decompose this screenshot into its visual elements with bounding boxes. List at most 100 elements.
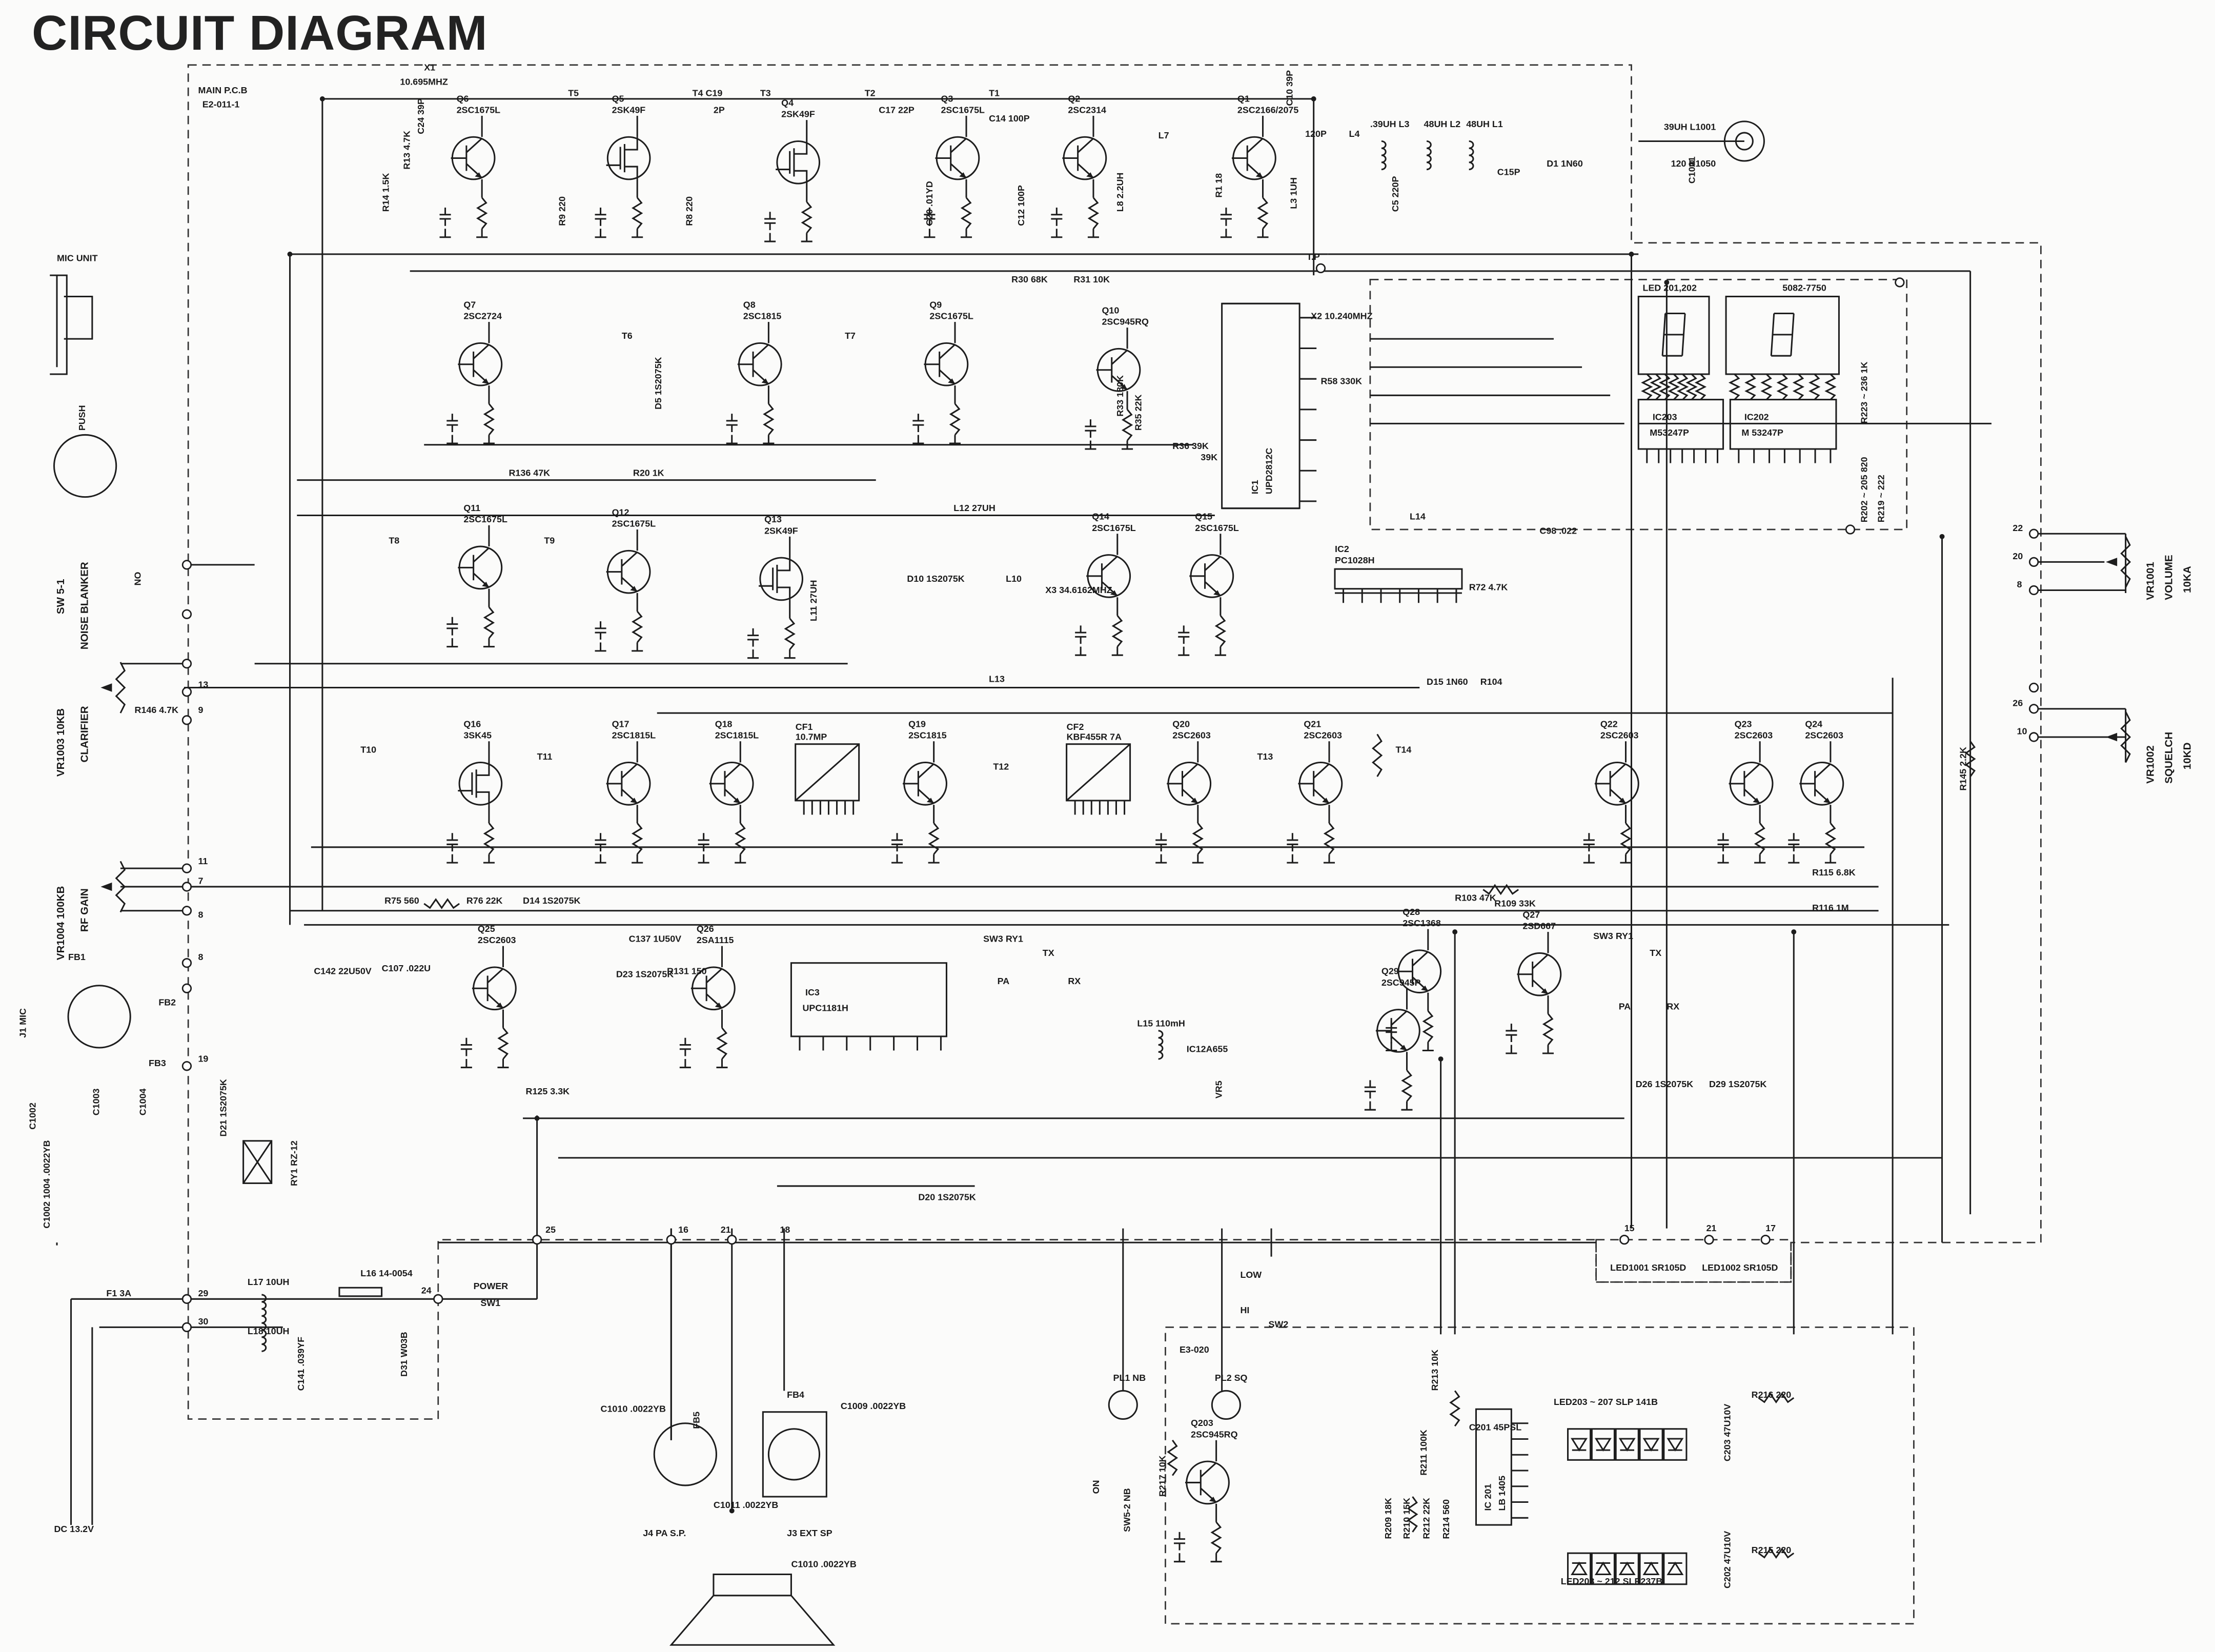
component-label: R30 68K [1011, 274, 1048, 284]
component-label: L12 27UH [953, 503, 995, 513]
terminal [433, 1294, 443, 1304]
emitter-arrow-icon [496, 1002, 503, 1008]
component-label: C15P [1497, 167, 1520, 177]
transistor-25 [690, 966, 736, 1011]
terminal [181, 863, 192, 873]
component-label: L16 14-0054 [360, 1268, 413, 1278]
component-label: SW1 [480, 1298, 500, 1308]
resistor-symbol [483, 606, 495, 639]
terminal [532, 1234, 542, 1245]
capacitor-symbol [1085, 419, 1096, 438]
ground-icon [1401, 1101, 1413, 1111]
resistor-symbol [115, 662, 126, 713]
transistor-part-label: 2SC1675L [463, 514, 507, 524]
transistor-ref-label: Q8 [743, 300, 756, 310]
component-label: R210 15K [1401, 1498, 1412, 1539]
transistor-ref-label: Q14 [1092, 512, 1109, 522]
capacitor-symbol [924, 207, 936, 226]
junction-dot [729, 1508, 735, 1514]
component-label: ON [133, 572, 143, 586]
emitter-arrow-icon [1191, 798, 1198, 804]
component-label: X3 34.6162MHZ [1045, 585, 1112, 595]
fet-leads-icon [458, 762, 490, 805]
component-label: D21 1S2075K [218, 1079, 229, 1136]
capacitor-symbol [1075, 625, 1087, 644]
capacitor-symbol [595, 833, 606, 852]
component-label: C20 .01YD [924, 181, 934, 226]
component-label: T13 [1257, 751, 1273, 762]
transistor-27 [1375, 1009, 1420, 1053]
noise-blanker-ref-label: SW 5-1 [55, 579, 67, 614]
component-label: R215 220 [1752, 1545, 1792, 1555]
bjt-leads-icon [935, 137, 967, 179]
fet-leads-icon [776, 141, 808, 184]
inductor-coil-icon [261, 1322, 267, 1352]
main-pcb-code-label: E2-011-1 [202, 99, 240, 109]
transistor-ref-label: Q22 [1600, 719, 1618, 729]
resistor-symbol [1650, 373, 1662, 400]
led-diode-icon [1667, 1561, 1684, 1576]
led-diode-icon [1618, 1438, 1636, 1452]
terminal [181, 983, 192, 993]
antenna-connector-core-icon [1735, 132, 1754, 151]
display-part-label: 5082-7750 [1782, 282, 1826, 293]
terminal [181, 609, 192, 619]
resistor-symbol [1776, 373, 1789, 400]
component-label: PL1 NB [1113, 1373, 1146, 1383]
component-label: R145 2.2K [1958, 747, 1968, 791]
component-label: DC 13.2V [54, 1524, 94, 1534]
bjt-leads-icon [1086, 556, 1118, 597]
led-diode-icon [1571, 1561, 1588, 1576]
volume-ref-label: VR1001 [2145, 562, 2157, 600]
terminal-number: 15 [1624, 1223, 1635, 1233]
component-label: 120P [1305, 129, 1327, 139]
bjt-leads-icon [1062, 137, 1094, 179]
resistor-symbol [1685, 373, 1698, 400]
ground-icon [1542, 1045, 1554, 1054]
component-label: C1002 1004 .0022YB [42, 1140, 52, 1228]
component-label: C1011 .0022YB [714, 1500, 778, 1510]
component-label: R103 47K [1455, 892, 1496, 903]
led-diode-icon [1642, 1438, 1660, 1452]
ground-icon [1085, 440, 1096, 450]
component-label: 10.695MHZ [400, 76, 448, 87]
wiper-arrow-icon [100, 683, 112, 692]
transistor-ref-label: Q2 [1068, 93, 1080, 104]
component-label: FB1 [68, 952, 86, 962]
component-label: C203 47U10V [1722, 1404, 1732, 1461]
component-label: D14 1S2075K [523, 895, 580, 906]
speaker-icon [669, 1573, 836, 1646]
component-label: HI [1240, 1305, 1249, 1315]
ground-icon [632, 854, 643, 864]
transistor-part-label: 2SC2166/2075 [1237, 105, 1298, 115]
transistor-part-label: 2SC945P [1381, 977, 1421, 988]
bjt-leads-icon [1189, 556, 1221, 597]
resistor-symbol [1542, 1013, 1554, 1046]
ground-icon [439, 229, 451, 238]
transistor-ref-label: Q4 [781, 98, 794, 108]
transistor-part-label: 2SC1815L [715, 730, 759, 741]
component-label: FB4 [787, 1390, 804, 1400]
component-label: LOW [1240, 1270, 1262, 1280]
capacitor-symbol [439, 207, 451, 226]
component-label: C142 22U50V [314, 966, 371, 976]
terminal [181, 906, 192, 916]
emitter-arrow-icon [630, 586, 638, 592]
component-label: R20 1K [633, 467, 664, 478]
component-label: R35 22K [1133, 394, 1144, 431]
capacitor-symbol [1178, 625, 1190, 644]
component-label: R9 220 [557, 196, 567, 226]
noise-blanker-name-label: NOISE BLANKER [79, 562, 91, 649]
ground-icon [446, 435, 458, 444]
ground-icon [784, 649, 796, 659]
transistor-9 [1096, 348, 1141, 392]
resistor-symbol [1744, 373, 1757, 400]
ground-icon [1257, 229, 1269, 238]
transistor-body-icon [458, 762, 503, 806]
resistor-symbol [423, 898, 460, 909]
component-label: L4 [1349, 129, 1360, 139]
component-label: T.P [1307, 252, 1320, 262]
component-label: C10 39P [1284, 70, 1294, 106]
capacitor-symbol [912, 414, 924, 432]
transistor-part-label: 2SK49F [612, 105, 646, 115]
